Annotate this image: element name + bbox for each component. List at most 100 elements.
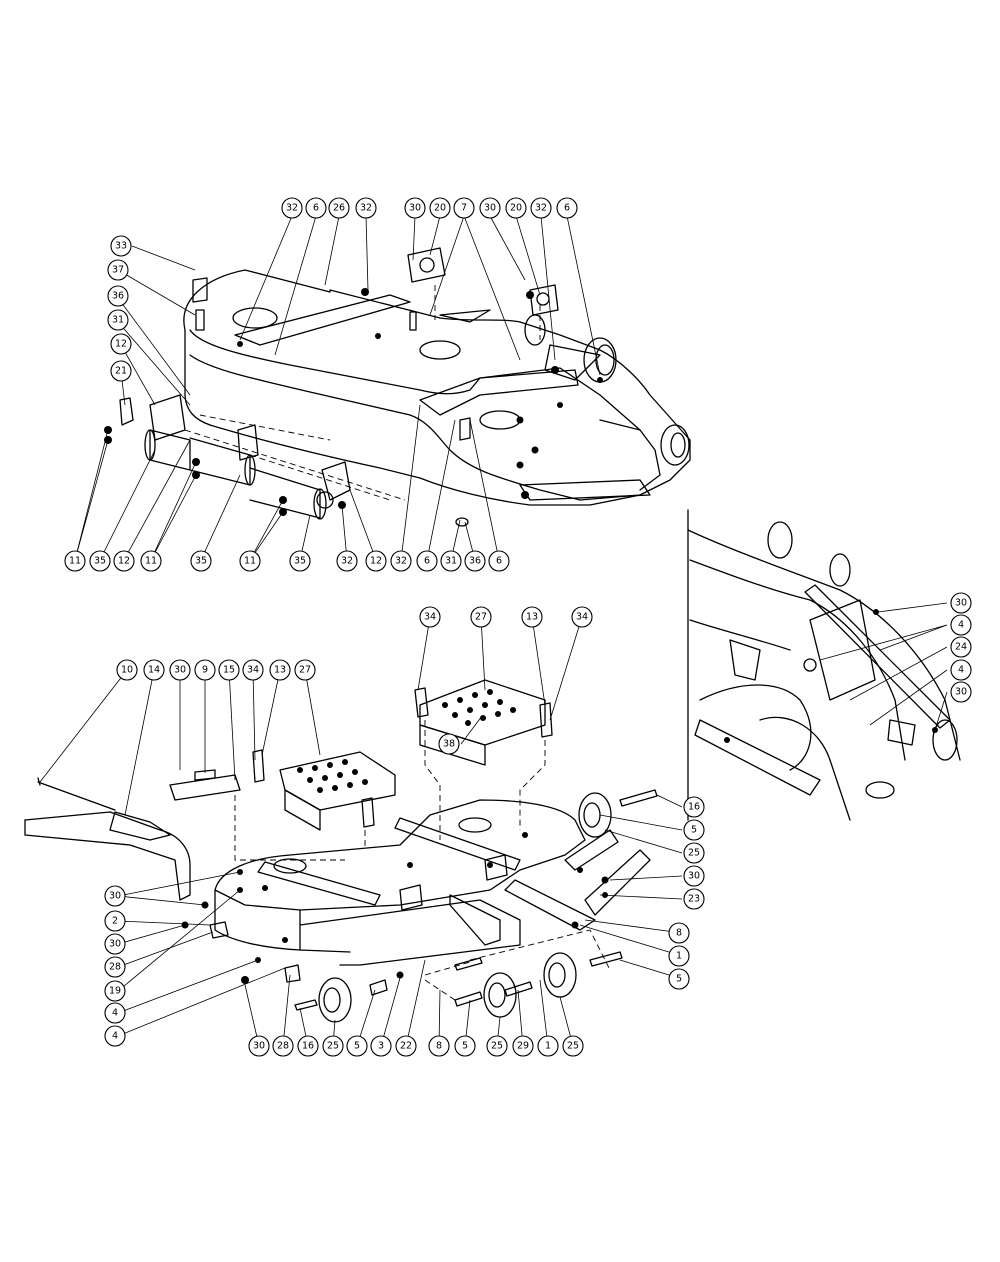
callout: 22 xyxy=(395,1035,417,1057)
callout-label: 34 xyxy=(424,612,436,623)
callout-label: 11 xyxy=(145,556,157,567)
callout: 23 xyxy=(683,888,705,910)
callout-label: 15 xyxy=(223,665,235,676)
detail-view-rear xyxy=(687,509,961,821)
callout-label: 34 xyxy=(576,612,588,623)
callout: 16 xyxy=(297,1035,319,1057)
callout-label: 8 xyxy=(676,928,682,939)
callout: 36 xyxy=(107,285,129,307)
callout: 4 xyxy=(104,1025,126,1047)
callout: 4 xyxy=(104,1002,126,1024)
callout-label: 31 xyxy=(112,315,124,326)
callout-label: 30 xyxy=(174,665,186,676)
callout-label: 11 xyxy=(69,556,81,567)
callout-label: 30 xyxy=(109,939,121,950)
callout-label: 14 xyxy=(148,665,160,676)
callout: 30 xyxy=(104,933,126,955)
callout-label: 30 xyxy=(688,871,700,882)
callout: 6 xyxy=(556,197,578,219)
callout-label: 12 xyxy=(118,556,130,567)
callout: 25 xyxy=(486,1035,508,1057)
callout: 32 xyxy=(355,197,377,219)
callout-label: 5 xyxy=(676,974,682,985)
callout: 4 xyxy=(950,659,972,681)
callout-label: 36 xyxy=(469,556,481,567)
callout: 20 xyxy=(505,197,527,219)
callout-label: 32 xyxy=(360,203,372,214)
callout: 27 xyxy=(294,659,316,681)
callout: 12 xyxy=(365,550,387,572)
callout: 30 xyxy=(479,197,501,219)
callout: 28 xyxy=(272,1035,294,1057)
deck-top-assembly xyxy=(104,247,691,527)
callout-label: 12 xyxy=(370,556,382,567)
callout-label: 35 xyxy=(294,556,306,567)
callout: 25 xyxy=(683,842,705,864)
callout: 35 xyxy=(89,550,111,572)
callout: 8 xyxy=(428,1035,450,1057)
callout-label: 28 xyxy=(109,962,121,973)
callout-label: 32 xyxy=(286,203,298,214)
callout: 32 xyxy=(530,197,552,219)
callout: 5 xyxy=(454,1035,476,1057)
callout: 32 xyxy=(281,197,303,219)
callout: 4 xyxy=(950,614,972,636)
callout: 25 xyxy=(562,1035,584,1057)
callout: 38 xyxy=(438,733,460,755)
callout-label: 30 xyxy=(253,1041,265,1052)
callout-label: 12 xyxy=(115,339,127,350)
callout: 34 xyxy=(571,606,593,628)
callout: 2 xyxy=(104,910,126,932)
callout-label: 29 xyxy=(517,1041,529,1052)
callout-label: 32 xyxy=(341,556,353,567)
callout-label: 24 xyxy=(955,642,967,653)
callout: 26 xyxy=(328,197,350,219)
callout: 13 xyxy=(269,659,291,681)
callout-label: 33 xyxy=(115,241,127,252)
callout: 5 xyxy=(346,1035,368,1057)
callout-label: 11 xyxy=(244,556,256,567)
callout-label: 16 xyxy=(688,802,700,813)
callout-label: 22 xyxy=(400,1041,412,1052)
callout-label: 8 xyxy=(436,1041,442,1052)
callout-label: 1 xyxy=(545,1041,551,1052)
callout-label: 25 xyxy=(688,848,700,859)
callout-label: 6 xyxy=(424,556,430,567)
callout: 9 xyxy=(194,659,216,681)
callout-label: 3 xyxy=(378,1041,384,1052)
callout: 6 xyxy=(488,550,510,572)
callout-label: 6 xyxy=(313,203,319,214)
callout-label: 4 xyxy=(112,1008,118,1019)
callout-label: 30 xyxy=(409,203,421,214)
callout-label: 10 xyxy=(121,665,133,676)
callout: 30 xyxy=(950,592,972,614)
callout-label: 21 xyxy=(115,366,127,377)
callout: 34 xyxy=(242,659,264,681)
callout: 32 xyxy=(336,550,358,572)
callout: 5 xyxy=(683,819,705,841)
callout: 6 xyxy=(416,550,438,572)
callout-label: 5 xyxy=(691,825,697,836)
callout: 30 xyxy=(683,865,705,887)
callout-label: 7 xyxy=(461,203,467,214)
callout: 11 xyxy=(239,550,261,572)
callout-label: 25 xyxy=(327,1041,339,1052)
callout-label: 31 xyxy=(445,556,457,567)
callout-label: 5 xyxy=(462,1041,468,1052)
callout: 20 xyxy=(429,197,451,219)
callout: 19 xyxy=(104,980,126,1002)
callout-label: 30 xyxy=(484,203,496,214)
callout: 16 xyxy=(683,796,705,818)
callout-label: 30 xyxy=(955,687,967,698)
callout: 32 xyxy=(390,550,412,572)
callout-label: 5 xyxy=(354,1041,360,1052)
callout: 11 xyxy=(64,550,86,572)
callout-label: 28 xyxy=(277,1041,289,1052)
callout-label: 2 xyxy=(112,916,118,927)
callout-label: 25 xyxy=(491,1041,503,1052)
callout: 27 xyxy=(470,606,492,628)
callout-label: 35 xyxy=(195,556,207,567)
callout: 25 xyxy=(322,1035,344,1057)
callout-label: 23 xyxy=(688,894,700,905)
deck-bottom-assembly xyxy=(24,679,658,1023)
